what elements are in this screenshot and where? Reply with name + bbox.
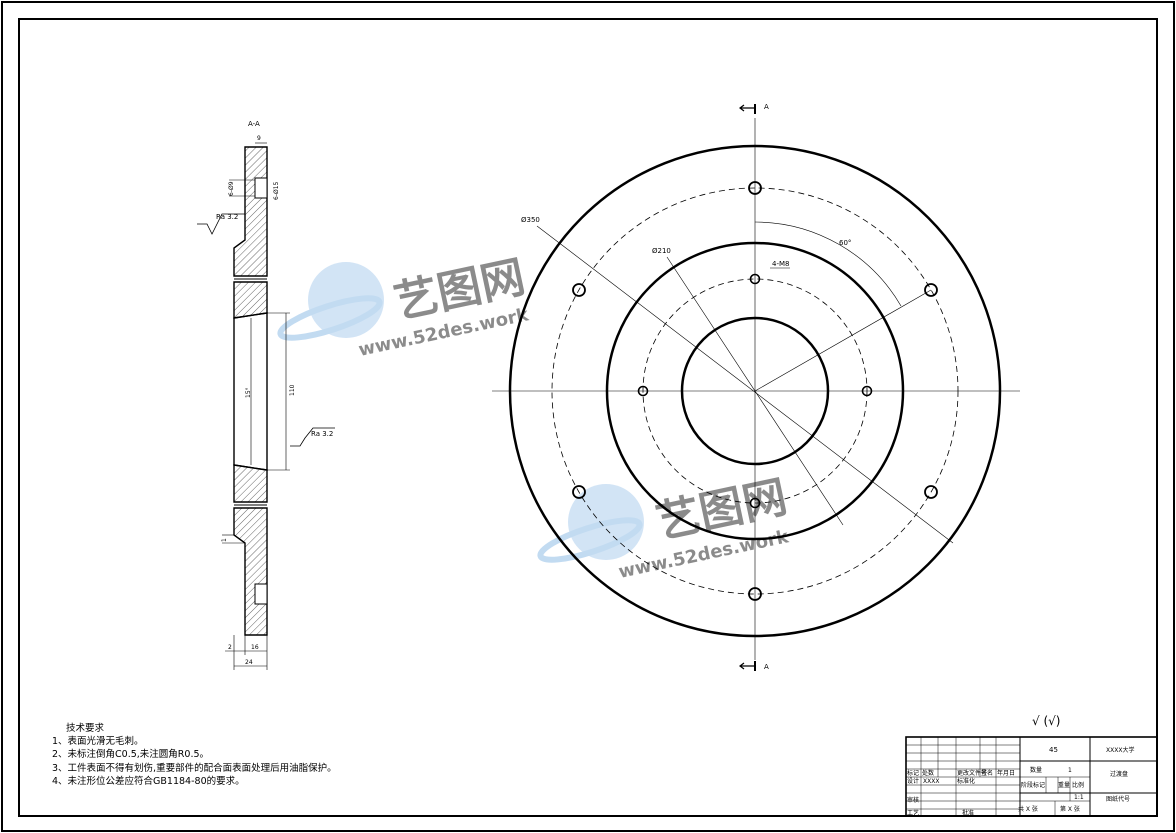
tb-review-label: 审核 [907,796,919,804]
section-hatch-hub-lower [233,464,268,503]
dim-bore: 110 [289,384,296,396]
section-counterbore-lower [254,583,268,605]
dim-inner-pcd: Ø210 [652,247,671,255]
section-hatch-hub-upper [233,281,268,319]
thread-hole [861,385,873,397]
tb-stage-label: 阶段标记 [1021,781,1045,789]
tb-scale-value: 1:1 [1074,794,1084,801]
tech-note-item: 4、未注形位公差应符合GB1184-80的要求。 [52,775,245,787]
thread-hole [749,273,761,285]
watermark-globe [568,484,644,560]
tb-sheet-total: 共 X 张 [1018,805,1038,813]
tb-change-label: 更改文件号 [957,769,987,777]
bolt-hole [924,283,938,297]
dim-overall: 24 [245,659,253,666]
tech-note-item: 3、工件表面不得有划伤,重要部件的配合面表面处理后用油脂保护。 [52,762,337,774]
inner-frame [18,18,1158,817]
bolt-hole [572,283,586,297]
dim-bottom-mid: 16 [251,644,259,651]
title-block-text: 标记 处数 更改文件号 签名 年月日 设计 XXXX 标准化 审核 工艺 批准 … [907,746,1134,817]
tb-date-label: 年月日 [997,769,1015,777]
outer-circle [508,144,1002,638]
title-block [905,736,1158,817]
surface-finish-1: Ra 3.2 [216,213,238,221]
section-view: A-A 9 6-Ø9 6-Ø15 Ra 3.2 110 15° [197,120,335,670]
bolt-hole [572,485,586,499]
inner-pcd-circle [642,278,868,504]
tb-approve-label: 批准 [962,809,974,817]
tb-sheet-no: 第 X 张 [1060,805,1080,813]
tb-university: XXXX大学 [1106,746,1134,754]
thread-hole [749,497,761,509]
section-hatch-lower-flange [233,507,268,636]
thread-hole [637,385,649,397]
section-mark-bottom [739,662,755,670]
dim-hole-a: 6-Ø9 [228,181,235,196]
dim-bottom-left: 2 [228,644,232,651]
section-counterbore-upper [254,177,268,199]
tb-weight-label: 重量 [1058,781,1070,789]
tb-drawing-no: 图纸代号 [1106,795,1130,803]
section-label-bottom: A [764,663,769,671]
dim-top: 9 [257,135,261,142]
watermark-1: 艺图网 www.52des.work [277,251,531,361]
bolt-hole [748,181,762,195]
tb-count-label: 处数 [922,769,934,777]
section-hatch-upper-flange [233,146,268,277]
angle-arc [754,221,902,307]
watermark-globe [308,262,384,338]
tech-note-item: 1、表面光滑无毛刺。 [52,736,144,748]
dim-outer-pcd: Ø350 [521,216,540,224]
leader-line [536,225,954,544]
dim-thread-holes: 4-M8 [772,260,789,268]
watermark-swoosh [277,295,383,341]
hub-circle [605,241,905,541]
tb-mark-label: 标记 [907,769,919,777]
tb-designer: XXXX [923,778,939,785]
tb-design-label: 设计 [907,777,919,785]
watermark-swoosh [537,517,643,563]
section-mark-top [739,104,755,112]
roughness-symbol: √ (√) [1032,714,1060,728]
surface-finish-symbol [290,427,335,447]
front-view: Ø350 Ø210 4-M8 60° A A [492,103,1020,671]
tb-part-name: 过渡盘 [1110,770,1128,778]
tb-scale-label: 比例 [1072,781,1084,789]
tb-quantity-value: 1 [1068,767,1072,774]
tech-note-item: 2、未标注倒角C0.5,未注圆角R0.5。 [52,749,210,761]
bolt-hole [748,587,762,601]
outer-holes [572,181,938,601]
dim-taper-angle: 15° [245,387,252,398]
inner-holes [637,273,873,509]
bore-circle [680,316,830,466]
technical-notes: 技术要求 1、表面光滑无毛刺。 2、未标注倒角C0.5,未注圆角R0.5。 3、… [52,722,472,788]
tb-sign-label: 签名 [981,769,993,777]
surface-finish-2: Ra 3.2 [311,430,333,438]
tech-notes-title: 技术要求 [66,723,105,734]
dim-hole-b: 6-Ø15 [273,181,280,200]
dim-step: 1 [221,538,228,542]
title-block-frame [905,736,1158,817]
leader-line [754,289,932,392]
dim-angle: 60° [839,239,851,247]
tb-standard-label: 标准化 [957,777,975,785]
tb-material: 45 [1049,746,1058,754]
tb-process-label: 工艺 [907,809,919,817]
tb-quantity-label: 数量 [1030,766,1042,774]
bolt-hole [924,485,938,499]
section-label-top: A [764,103,769,111]
outer-pcd-circle [551,187,959,595]
section-title: A-A [248,120,260,128]
surface-finish-symbol [197,213,245,235]
